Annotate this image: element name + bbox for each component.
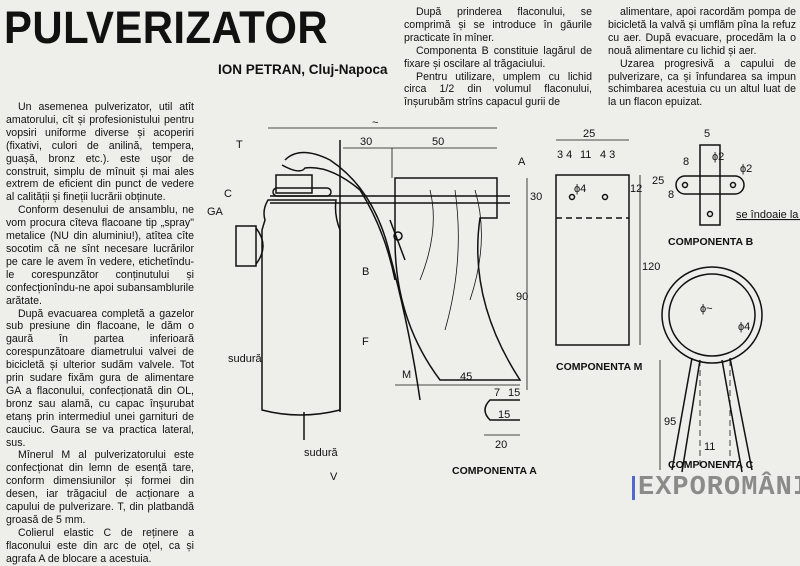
label-v: V [330,471,338,483]
dim-25b: 25 [652,175,664,187]
component-m [555,139,641,346]
dim-30: 30 [360,136,372,148]
bend-note: se îndoaie la 90° [736,209,800,221]
text-column-middle: După prinderea flaconului, se comprimă ș… [404,6,592,109]
dim-11: 11 [580,149,591,161]
technical-drawing: T C GA B A F M V sudură sudură ~ 30 50 3… [207,117,800,483]
dim-120: 120 [642,261,660,273]
label-a: A [518,156,526,168]
paragraph: Conform desenului de ansamblu, ne vom pr… [6,204,194,307]
label-c: C [224,188,232,200]
dim-phi2: ϕ2 [740,163,752,175]
dim-12: 12 [630,183,642,195]
label-sudura: sudură [304,447,339,459]
label-ga: GA [207,206,224,218]
paragraph: Componenta B constituie lagărul de fixar… [404,44,592,70]
label-sudura: sudură [228,353,263,365]
caption-component-m: COMPONENTA M [556,361,643,373]
paragraph: După prinderea flaconului, se comprimă ș… [404,6,592,44]
paragraph: Un asemenea pulverizator, util atît amat… [6,101,194,204]
dim-45: 45 [460,371,472,383]
handle-m [389,177,522,381]
paragraph: Uzarea progresivă a capului de pulveriza… [608,57,796,109]
dim-20: 20 [495,439,507,451]
label-t: T [236,139,243,151]
label-m: M [402,369,411,381]
dim-3-4: 3 4 [557,149,572,161]
dim-95: 95 [664,416,676,428]
label-b: B [362,266,369,278]
dim-15b: 15 [498,409,510,421]
label-f: F [362,336,369,348]
author-byline: ION PETRAN, Cluj-Napoca [218,62,388,77]
dim-15: 15 [508,387,520,399]
dim-8h: 8 [683,156,689,168]
text-column-right: alimentare, apoi racordăm pompa de bicic… [608,6,796,109]
dim-11c: 11 [704,441,715,453]
paragraph: După evacuarea completă a gazelor sub pr… [6,307,194,449]
dimension-lines [268,127,528,390]
dim-phi4-c: ϕ4 [738,321,750,333]
caption-component-a: COMPONENTA A [452,465,537,477]
component-c [659,266,763,473]
dim-4-3: 4 3 [600,149,615,161]
component-a [484,399,520,436]
spray-can-assembly [235,140,510,440]
dim-phi4: ϕ4 [574,183,586,195]
dim-approx: ~ [372,117,378,129]
paragraph: alimentare, apoi racordăm pompa de bicic… [608,6,796,57]
dim-phi-c: ϕ~ [700,303,713,315]
dim-30v: 30 [530,191,542,203]
dim-8v: 8 [668,189,674,201]
dim-phi2: ϕ2 [712,151,724,163]
caption-component-b: COMPONENTA B [668,236,754,248]
dim-25: 25 [583,128,595,140]
dim-5: 5 [704,128,710,140]
component-b [675,144,745,226]
dim-50: 50 [432,136,444,148]
paragraph: Pentru utilizare, umplem cu lichid circa… [404,70,592,109]
dim-90: 90 [516,291,528,303]
dim-7: 7 [494,387,500,399]
watermark-logo: EXPOROMÂNIA [632,475,800,502]
paragraph: Colierul elastic C de reținere a flaconu… [6,526,194,565]
caption-component-c: COMPONENTA C [668,459,754,471]
article-title: PULVERIZATOR [4,2,329,53]
